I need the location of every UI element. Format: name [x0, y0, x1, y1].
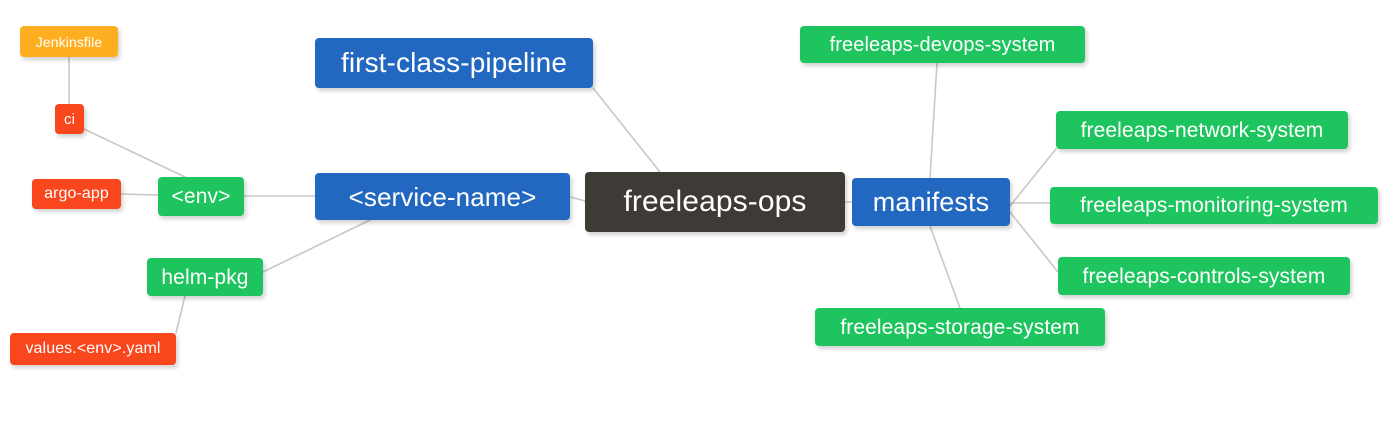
node-label-env: <env>	[171, 185, 231, 208]
mindmap-node-freeleaps-network-system[interactable]: freeleaps-network-system	[1056, 111, 1348, 149]
mindmap-node-freeleaps-devops-system[interactable]: freeleaps-devops-system	[800, 26, 1085, 63]
mindmap-node-values-yaml[interactable]: values.<env>.yaml	[10, 333, 176, 365]
mindmap-node-service-name[interactable]: <service-name>	[315, 173, 570, 220]
edge-manifests-to-freeleaps-devops-system	[929, 62, 938, 179]
node-label-helm-pkg: helm-pkg	[161, 265, 249, 289]
mindmap-node-env[interactable]: <env>	[158, 177, 244, 216]
node-label-jenkinsfile: Jenkinsfile	[35, 33, 103, 50]
node-label-argo-app: argo-app	[44, 185, 109, 202]
mindmap-node-manifests[interactable]: manifests	[852, 178, 1010, 226]
node-label-values-yaml: values.<env>.yaml	[25, 340, 161, 357]
mindmap-node-freeleaps-controls-system[interactable]: freeleaps-controls-system	[1058, 257, 1350, 295]
mindmap-node-jenkinsfile[interactable]: Jenkinsfile	[20, 26, 118, 57]
node-label-freeleaps-controls-system: freeleaps-controls-system	[1082, 264, 1326, 288]
edge-root-to-service-name	[569, 196, 586, 202]
node-label-freeleaps-network-system: freeleaps-network-system	[1080, 118, 1324, 142]
mindmap-node-helm-pkg[interactable]: helm-pkg	[147, 258, 263, 296]
mindmap-node-argo-app[interactable]: argo-app	[32, 179, 121, 209]
edge-root-to-first-class-pipeline	[592, 87, 661, 173]
node-label-ci: ci	[63, 110, 76, 128]
edge-manifests-to-freeleaps-storage-system	[929, 225, 961, 309]
edge-service-name-to-helm-pkg	[262, 219, 371, 273]
mindmap-node-first-class-pipeline[interactable]: first-class-pipeline	[315, 38, 593, 88]
edge-helm-pkg-to-values-yaml	[175, 295, 186, 334]
mindmap-node-freeleaps-monitoring-system[interactable]: freeleaps-monitoring-system	[1050, 187, 1378, 224]
edge-env-to-ci	[83, 128, 186, 178]
node-label-freeleaps-devops-system: freeleaps-devops-system	[829, 33, 1056, 56]
node-label-first-class-pipeline: first-class-pipeline	[340, 47, 568, 78]
mindmap-node-freeleaps-storage-system[interactable]: freeleaps-storage-system	[815, 308, 1105, 346]
node-label-manifests: manifests	[872, 186, 990, 217]
mindmap-node-ci[interactable]: ci	[55, 104, 84, 134]
node-label-root: freeleaps-ops	[623, 185, 807, 218]
edge-env-to-argo-app	[120, 193, 159, 196]
node-label-service-name: <service-name>	[348, 181, 537, 212]
node-label-freeleaps-monitoring-system: freeleaps-monitoring-system	[1080, 194, 1348, 217]
mindmap-node-root[interactable]: freeleaps-ops	[585, 172, 845, 232]
node-label-freeleaps-storage-system: freeleaps-storage-system	[840, 315, 1080, 339]
